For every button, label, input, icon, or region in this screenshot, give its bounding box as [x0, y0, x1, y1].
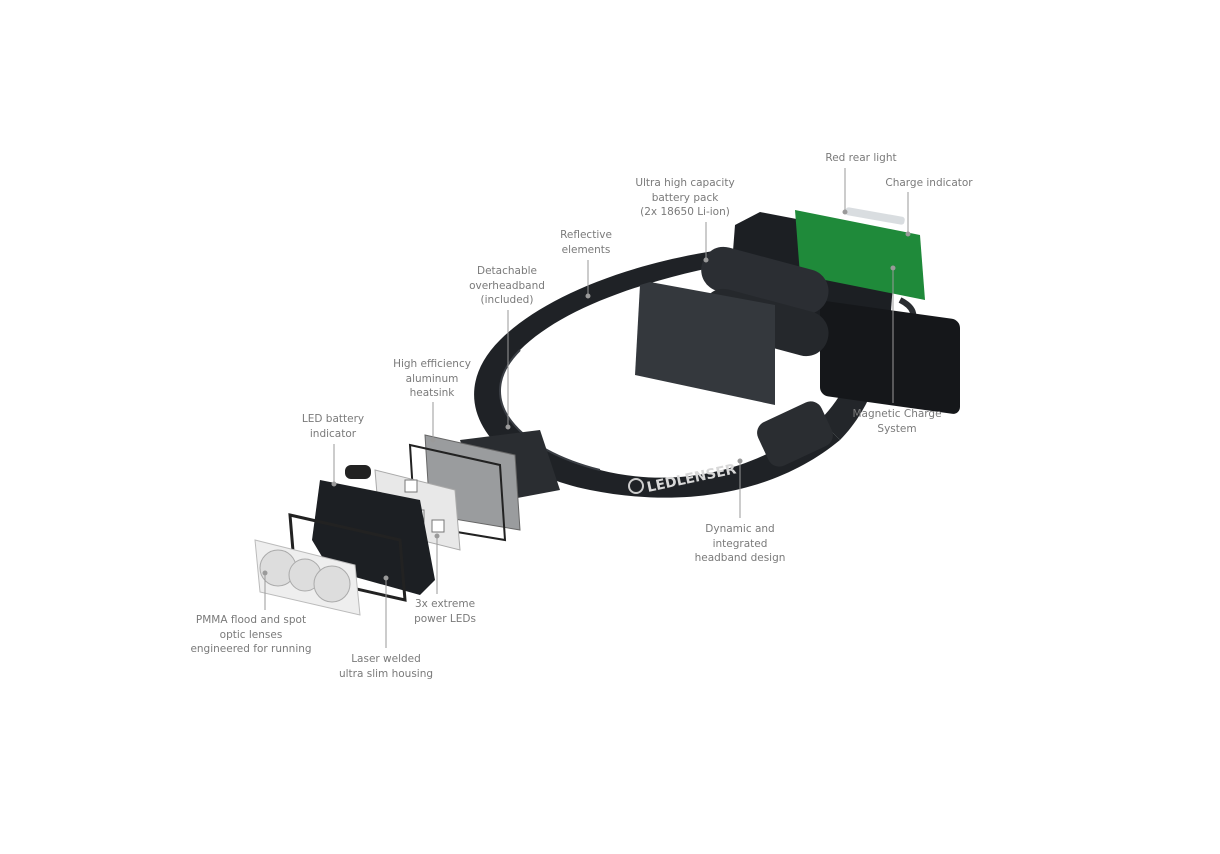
battery-pack: [635, 246, 829, 405]
callout-line: (2x 18650 Li-ion): [640, 206, 730, 219]
callout-line: (included): [480, 294, 534, 307]
callout-line: Magnetic Charge: [852, 408, 942, 420]
callout-line: LED battery: [301, 413, 365, 425]
callout-red-rear-light: Red rear light: [825, 151, 896, 166]
callout-line: headband design: [694, 552, 786, 565]
callout-line: power LEDs: [414, 612, 476, 625]
callout-line: engineered for running: [190, 643, 312, 656]
leader-lines: [262, 168, 911, 648]
callout-line: 3x extreme: [414, 598, 476, 610]
callout-line: Detachable: [476, 265, 537, 277]
front-unit: [254, 430, 560, 616]
rear-unit: [730, 207, 960, 414]
callout-power-leds: 3x extreme power LEDs: [414, 597, 476, 626]
callout-heatsink: High efficiency aluminum heatsink: [393, 357, 471, 401]
callout-line: Reflective: [560, 229, 612, 241]
callout-line: System: [877, 422, 917, 435]
callout-line: PMMA flood and spot: [195, 614, 307, 626]
callout-line: High efficiency: [393, 358, 471, 370]
callout-charge-indicator: Charge indicator: [885, 176, 972, 191]
callout-overheadband: Detachable overheadband (included): [469, 264, 545, 308]
callout-line: Dynamic and: [705, 523, 775, 535]
callout-battery-pack: Ultra high capacity battery pack (2x 18650…: [635, 176, 734, 220]
callout-line: Laser welded: [351, 653, 421, 665]
callout-line: integrated: [712, 537, 768, 550]
callout-line: aluminum: [405, 372, 459, 385]
callout-line: battery pack: [651, 191, 719, 204]
callout-led-battery-indicator: LED battery indicator: [302, 412, 364, 441]
callout-line: optic lenses: [219, 628, 283, 641]
callout-housing: Laser welded ultra slim housing: [339, 652, 433, 681]
callout-line: Charge indicator: [885, 177, 973, 189]
callout-line: overheadband: [469, 279, 545, 292]
callout-line: Red rear light: [825, 152, 897, 164]
callout-line: ultra slim housing: [338, 667, 434, 680]
callout-line: heatsink: [409, 387, 455, 400]
callout-line: indicator: [309, 427, 357, 440]
callout-headband: Dynamic and integrated headband design: [695, 522, 786, 566]
callout-optic-lenses: PMMA flood and spot optic lenses engineere…: [190, 613, 311, 657]
callout-line: Ultra high capacity: [635, 177, 735, 189]
callout-line: elements: [561, 243, 611, 256]
callout-reflective-elements: Reflective elements: [560, 228, 612, 257]
